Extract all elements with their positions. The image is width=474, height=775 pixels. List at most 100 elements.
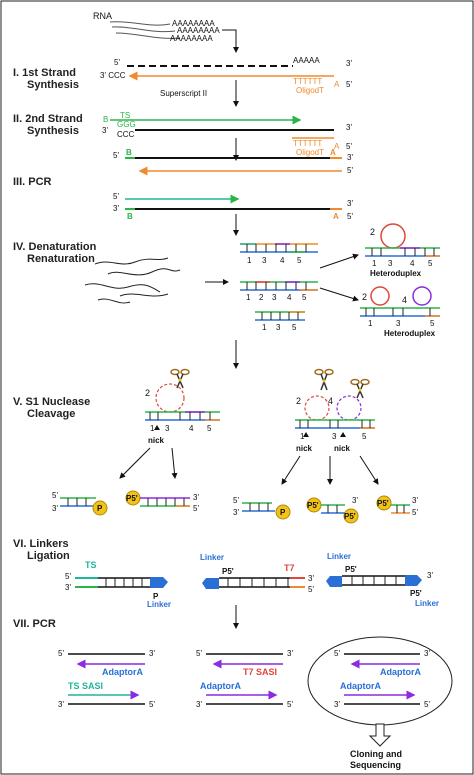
c1-sasi: TS SASI: [68, 681, 103, 691]
c2-adaptor: AdaptorA: [200, 681, 241, 691]
h2-n2: 3: [396, 319, 401, 328]
s3-b2: B: [127, 212, 133, 221]
polya-2: AAAAAAAA: [177, 26, 220, 35]
f5-3: 3': [412, 496, 418, 505]
c1-3: 3': [149, 649, 155, 658]
duplex-row2: 1 2 3 4 5: [240, 281, 318, 302]
rna-strands: RNA AAAAAAAA AAAAAAAA AAAAAAAA: [93, 11, 239, 53]
scissors-icon-right-a: [314, 368, 334, 391]
c3-5b: 5': [424, 700, 430, 709]
s3-5prime-left2: 5': [113, 192, 119, 201]
step1-subtitle: Synthesis: [27, 79, 79, 91]
step5-subtitle: Cleavage: [27, 408, 75, 420]
f1-p: P: [97, 504, 103, 513]
f4-p5b: P5': [344, 512, 356, 521]
pcr-col1: 5' 3' AdaptorA TS SASI 3' 5': [58, 649, 155, 709]
fragment-2: P5' 3' 5': [125, 490, 199, 513]
hollow-down-arrow-icon: [368, 723, 392, 747]
s6-linker2: Linker: [200, 553, 224, 562]
f4-p5: P5': [307, 501, 319, 510]
s2-ts: TS: [120, 111, 130, 120]
heteroduplex-label-1: Heteroduplex: [370, 269, 422, 278]
s6-linker3: Linker: [327, 552, 351, 561]
s1-superscript: Superscript II: [160, 89, 207, 98]
s3-3prime-right2: 3': [347, 199, 353, 208]
f3-3: 3': [233, 508, 239, 517]
s3-3prime-right: 3': [347, 153, 353, 162]
s6-linker1: Linker: [147, 600, 171, 609]
s5-right-n1: 1: [300, 432, 305, 441]
pcr-col3: 5' 3' AdaptorA AdaptorA 3' 5': [307, 636, 453, 726]
s3-5prime-right: 5': [347, 166, 353, 175]
step5-title: V. S1 Nuclease: [13, 396, 90, 408]
r2-n4: 4: [287, 293, 292, 302]
r2-n2: 2: [259, 293, 264, 302]
c2-5b: 5': [287, 700, 293, 709]
heteroduplex-1: 2 1 3 4 5 Heteroduplex: [365, 223, 440, 278]
s5-left-n3: 4: [189, 424, 194, 433]
rna-label: RNA: [93, 11, 112, 21]
s6-p5-3a: P5': [345, 565, 357, 574]
h1-loop: 2: [370, 227, 375, 237]
s1-cleave-right: 2 4 1 3 5: [295, 368, 375, 453]
step1-diagram: 5' AAAAA 3' 3' CCC TTTTTT OligodT A 5' S…: [100, 56, 352, 107]
s5-nick: nick: [148, 436, 165, 445]
heteroduplex-2: 2 4 1 3 5 Heteroduplex: [360, 286, 440, 338]
s6-3-3: 3': [427, 571, 433, 580]
step7-diagram: 5' 3' AdaptorA TS SASI 3' 5' 5' 3' T7 SA…: [58, 636, 453, 770]
c3-3: 3': [424, 649, 430, 658]
s6-t7: T7: [284, 563, 295, 573]
s5-nick-b: nick: [334, 444, 351, 453]
s3-a: A: [330, 148, 336, 157]
s6-5-2: 5': [308, 585, 314, 594]
h2-n3: 5: [430, 319, 435, 328]
s6-linker3b: Linker: [415, 599, 439, 608]
step3-title: III. PCR: [13, 176, 52, 188]
s3-5prime-left: 5': [113, 151, 119, 160]
f2-p5: P5': [126, 494, 138, 503]
s1-ticks: TTTTTT: [293, 77, 322, 86]
scissors-icon-left: [170, 368, 190, 389]
r1-n1: 1: [247, 256, 252, 265]
s6-3: 3': [65, 583, 71, 592]
h2-loop-a: 2: [362, 292, 367, 302]
step4-subtitle: Renaturation: [27, 253, 95, 265]
s5-left-n4: 5: [207, 424, 212, 433]
f2-5: 5': [193, 504, 199, 513]
s6-p5-3b: P5': [410, 589, 422, 598]
step5-diagram: 2 1 3 4 5 nick 2 4: [119, 368, 379, 485]
r2-n3: 3: [272, 293, 277, 302]
f5-p5: P5': [377, 499, 389, 508]
step1-title: I. 1st Strand: [13, 67, 76, 79]
c2-3: 3': [287, 649, 293, 658]
c1-5b: 5': [149, 700, 155, 709]
s1-3prime-ccc: 3' CCC: [100, 71, 126, 80]
s3-b: B: [126, 148, 132, 157]
s2-oligodt: OligodT: [296, 148, 324, 157]
s6-3-2: 3': [308, 574, 314, 583]
s2-a: A: [334, 142, 340, 151]
step2-diagram: TS B GGG 3' CCC 3' TTTTTT OligodT A 5': [102, 111, 352, 161]
r1-n2: 3: [262, 256, 267, 265]
f3-5: 5': [233, 496, 239, 505]
s1-cleave-left: 2 1 3 4 5 nick: [145, 368, 220, 445]
s5-right-loop-a: 2: [296, 396, 301, 406]
c2-5: 5': [196, 649, 202, 658]
r2-n5: 5: [302, 293, 307, 302]
step3-diagram: 5' B A 3' 5' 5' 3' B 3' A 5': [113, 148, 353, 236]
c2-sasi: T7 SASI: [243, 667, 277, 677]
c3-3b: 3': [334, 700, 340, 709]
s2-5prime-right: 5': [346, 142, 352, 151]
duplex-row1: 1 3 4 5: [240, 243, 318, 265]
step4-diagram: 1 3 4 5 1 2 3 4 5 1 3 5: [84, 223, 440, 369]
fragment-5: P5' 3' 5': [376, 495, 418, 517]
polya-1: AAAAAAAA: [172, 19, 215, 28]
r1-n4: 5: [297, 256, 302, 265]
s1-5prime: 5': [114, 58, 120, 67]
h1-n3: 4: [410, 259, 415, 268]
h2-loop-b: 4: [402, 295, 407, 305]
h2-n1: 1: [368, 319, 373, 328]
r3-n3: 5: [292, 323, 297, 332]
